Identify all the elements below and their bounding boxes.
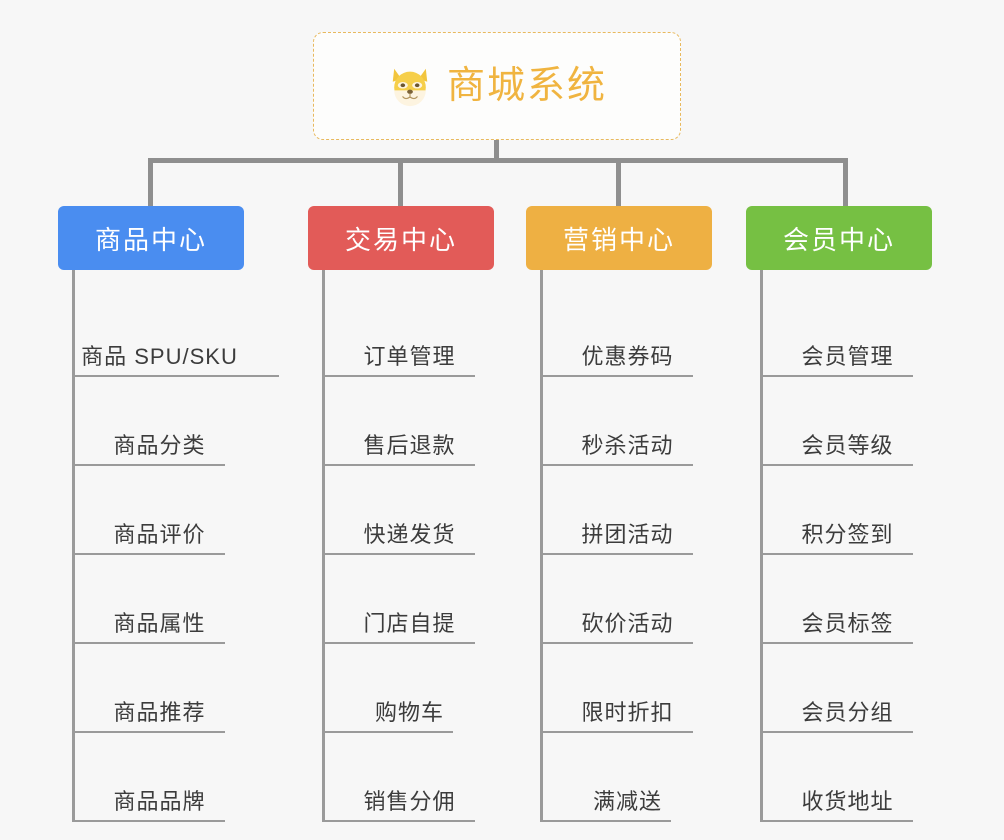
leaf-label: 拼团活动 (581, 522, 674, 547)
leaf-rule (75, 731, 225, 733)
leaf-label: 积分签到 (801, 522, 894, 547)
leaf-label: 优惠券码 (581, 344, 674, 369)
category-header-label: 会员中心 (782, 224, 895, 255)
leaf-rule (325, 464, 475, 466)
leaf-item[interactable]: 会员等级 (763, 377, 932, 466)
leaf-rule (325, 642, 475, 644)
leaf-item[interactable]: 商品 SPU/SKU (75, 288, 279, 377)
connector-drop-3 (616, 158, 621, 206)
leaf-label: 商品品牌 (113, 789, 206, 814)
category-header-label: 交易中心 (344, 224, 457, 255)
leaf-label: 秒杀活动 (581, 433, 674, 458)
leaf-rule (763, 553, 913, 555)
leaf-item[interactable]: 商品推荐 (75, 644, 244, 733)
leaf-item[interactable]: 秒杀活动 (543, 377, 712, 466)
leaf-list-product: 商品 SPU/SKU 商品分类 商品评价 商品属性 商品推荐 商品品牌 (72, 270, 279, 822)
leaf-rule (325, 553, 475, 555)
leaf-label: 收货地址 (801, 789, 894, 814)
leaf-rule (543, 375, 693, 377)
leaf-label: 限时折扣 (581, 700, 674, 725)
leaf-rule (763, 731, 913, 733)
connector-drop-2 (398, 158, 403, 206)
leaf-label: 满减送 (592, 789, 662, 814)
leaf-item[interactable]: 砍价活动 (543, 555, 712, 644)
leaf-rule (325, 375, 475, 377)
leaf-label: 会员分组 (801, 700, 894, 725)
leaf-item[interactable]: 会员管理 (763, 288, 932, 377)
leaf-item[interactable]: 会员分组 (763, 644, 932, 733)
leaf-label: 门店自提 (363, 611, 456, 636)
leaf-rule (325, 731, 453, 733)
leaf-item[interactable]: 售后退款 (325, 377, 494, 466)
category-header-trade[interactable]: 交易中心 (308, 206, 494, 270)
leaf-rule (543, 642, 693, 644)
leaf-item[interactable]: 限时折扣 (543, 644, 712, 733)
root-node[interactable]: 商城系统 (313, 32, 681, 140)
shiba-dog-icon (392, 68, 428, 107)
leaf-rule (543, 464, 693, 466)
leaf-rule (763, 820, 913, 822)
leaf-label: 商品评价 (113, 522, 206, 547)
leaf-item[interactable]: 优惠券码 (543, 288, 712, 377)
leaf-item[interactable]: 满减送 (543, 733, 712, 822)
category-column-product: 商品中心 商品 SPU/SKU 商品分类 商品评价 商品属性 商品推荐 (58, 206, 279, 822)
leaf-rule (763, 464, 913, 466)
leaf-label: 售后退款 (363, 433, 456, 458)
leaf-list-member: 会员管理 会员等级 积分签到 会员标签 会员分组 收货地址 (760, 270, 932, 822)
leaf-label: 订单管理 (363, 344, 456, 369)
connector-bar (148, 158, 848, 163)
leaf-item[interactable]: 购物车 (325, 644, 494, 733)
leaf-label: 销售分佣 (363, 789, 456, 814)
connector-drop-4 (843, 158, 848, 206)
connector-stem (494, 140, 499, 162)
leaf-rule (325, 820, 475, 822)
leaf-rule (75, 820, 225, 822)
leaf-list-marketing: 优惠券码 秒杀活动 拼团活动 砍价活动 限时折扣 满减送 (540, 270, 712, 822)
category-header-member[interactable]: 会员中心 (746, 206, 932, 270)
category-header-marketing[interactable]: 营销中心 (526, 206, 712, 270)
leaf-label: 快递发货 (363, 522, 456, 547)
leaf-label: 商品 SPU/SKU (81, 344, 238, 369)
leaf-item[interactable]: 商品属性 (75, 555, 244, 644)
connector-drop-1 (148, 158, 153, 206)
leaf-item[interactable]: 积分签到 (763, 466, 932, 555)
leaf-label: 购物车 (374, 700, 444, 725)
leaf-rule (763, 642, 913, 644)
leaf-item[interactable]: 拼团活动 (543, 466, 712, 555)
leaf-label: 会员管理 (801, 344, 894, 369)
leaf-item[interactable]: 门店自提 (325, 555, 494, 644)
category-column-marketing: 营销中心 优惠券码 秒杀活动 拼团活动 砍价活动 限时折扣 (526, 206, 712, 822)
leaf-item[interactable]: 销售分佣 (325, 733, 494, 822)
leaf-rule (763, 375, 913, 377)
leaf-item[interactable]: 快递发货 (325, 466, 494, 555)
root-title: 商城系统 (446, 65, 607, 107)
leaf-item[interactable]: 会员标签 (763, 555, 932, 644)
category-header-label: 营销中心 (562, 224, 675, 255)
leaf-label: 商品属性 (113, 611, 206, 636)
leaf-label: 砍价活动 (581, 611, 674, 636)
category-column-member: 会员中心 会员管理 会员等级 积分签到 会员标签 会员分组 (746, 206, 932, 822)
leaf-label: 商品分类 (113, 433, 206, 458)
leaf-rule (75, 553, 225, 555)
category-header-label: 商品中心 (94, 224, 207, 255)
leaf-list-trade: 订单管理 售后退款 快递发货 门店自提 购物车 销售分佣 (322, 270, 494, 822)
leaf-item[interactable]: 商品评价 (75, 466, 244, 555)
leaf-label: 会员标签 (801, 611, 894, 636)
leaf-item[interactable]: 商品品牌 (75, 733, 244, 822)
leaf-rule (75, 375, 279, 377)
leaf-item[interactable]: 订单管理 (325, 288, 494, 377)
leaf-rule (543, 820, 671, 822)
leaf-rule (543, 553, 693, 555)
leaf-item[interactable]: 收货地址 (763, 733, 932, 822)
category-header-product[interactable]: 商品中心 (58, 206, 244, 270)
leaf-rule (75, 464, 225, 466)
category-column-trade: 交易中心 订单管理 售后退款 快递发货 门店自提 购物车 (308, 206, 494, 822)
leaf-label: 会员等级 (801, 433, 894, 458)
leaf-item[interactable]: 商品分类 (75, 377, 244, 466)
leaf-rule (543, 731, 693, 733)
leaf-rule (75, 642, 225, 644)
leaf-label: 商品推荐 (113, 700, 206, 725)
